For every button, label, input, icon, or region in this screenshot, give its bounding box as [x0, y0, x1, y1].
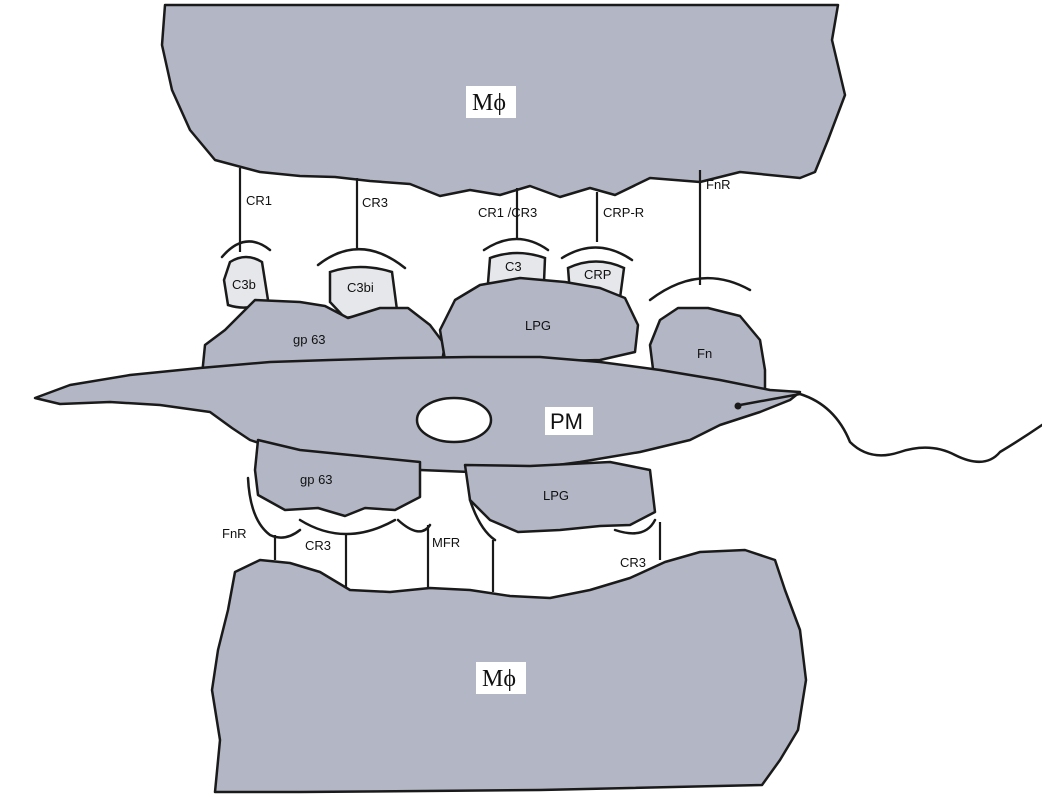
cr1-receptor-label: CR1	[246, 193, 272, 208]
bottom-lpg-label: LPG	[543, 488, 569, 503]
bottom-mfr-receptor-label: MFR	[432, 535, 460, 550]
bottom-mfr-receptor-cap	[398, 520, 430, 531]
bottom-cr3-left-receptor-label: CR3	[305, 538, 331, 553]
cr3-receptor-label: CR3	[362, 195, 388, 210]
parasite-flagellum	[740, 394, 1042, 462]
cr1-receptor-cap	[222, 241, 270, 257]
bottom-cr3-left-receptor-cap	[300, 520, 395, 534]
fnr-receptor-label: FnR	[706, 177, 731, 192]
flagellar-base	[735, 403, 742, 410]
c3b-label: C3b	[232, 277, 256, 292]
bottom-cr3-right-receptor-label: CR3	[620, 555, 646, 570]
cr1-cr3-receptor-cap	[484, 239, 548, 250]
bottom-fnr-receptor-label: FnR	[222, 526, 247, 541]
c3bi-label: C3bi	[347, 280, 374, 295]
cr1-cr3-receptor-label: CR1 /CR3	[478, 205, 537, 220]
top-macrophage-label: Mϕ	[472, 90, 506, 116]
bottom-macrophage-label: Mϕ	[482, 666, 516, 692]
bottom-gp63-label: gp 63	[300, 472, 333, 487]
cr3-receptor-cap	[318, 249, 405, 268]
parasite-nucleus	[417, 398, 491, 442]
fn-label: Fn	[697, 346, 712, 361]
crp-label: CRP	[584, 267, 611, 282]
crp-r-receptor-label: CRP-R	[603, 205, 644, 220]
c3-label: C3	[505, 259, 522, 274]
crp-r-receptor-cap	[562, 247, 632, 260]
top-lpg-label: LPG	[525, 318, 551, 333]
top-gp63-label: gp 63	[293, 332, 326, 347]
parasite-label: PM	[550, 409, 583, 434]
